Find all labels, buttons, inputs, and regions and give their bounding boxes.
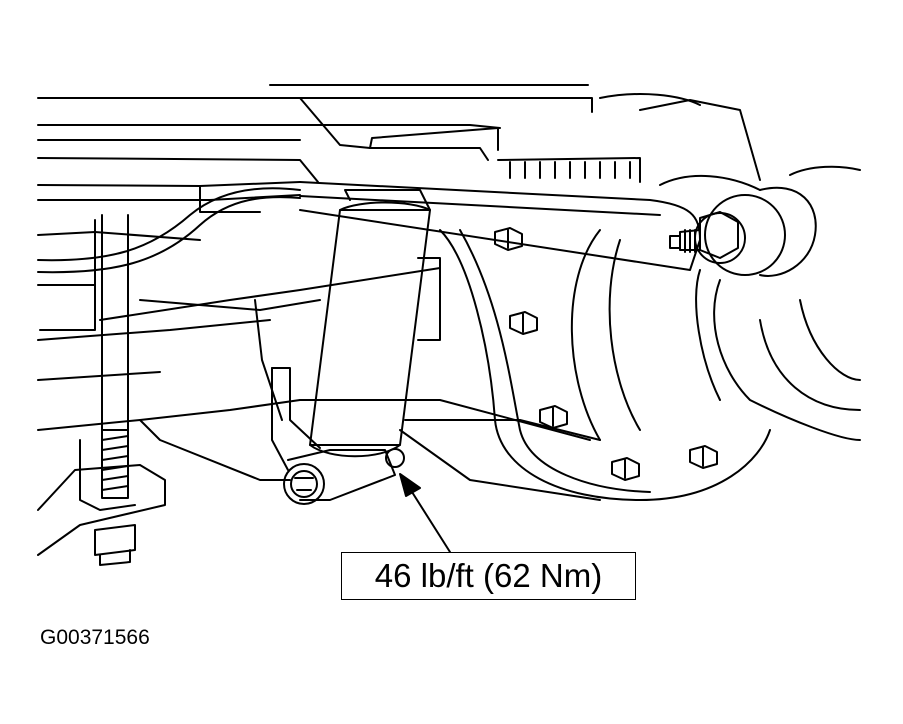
- torque-spec-label: 46 lb/ft (62 Nm): [374, 557, 603, 594]
- differential-housing: [439, 93, 861, 501]
- lower-shock-bracket: [271, 367, 405, 505]
- bolt-5: [689, 445, 718, 469]
- shock-absorber: [309, 189, 431, 458]
- bolt-3: [539, 405, 568, 429]
- bolt-2: [509, 311, 538, 335]
- drum-bolts: [494, 227, 718, 481]
- torque-callout-box: 46 lb/ft (62 Nm): [341, 552, 636, 600]
- bolt-4: [611, 457, 640, 481]
- bolt-1: [494, 227, 523, 251]
- figure-id-label: G00371566: [40, 626, 150, 649]
- brake-lines: [37, 187, 301, 274]
- track-bar-link: [299, 175, 817, 277]
- u-bolt: [37, 214, 166, 566]
- callout-leader-arrow: [399, 473, 451, 553]
- leaf-spring-pack: [37, 84, 593, 187]
- axle-housing-left: [37, 185, 601, 501]
